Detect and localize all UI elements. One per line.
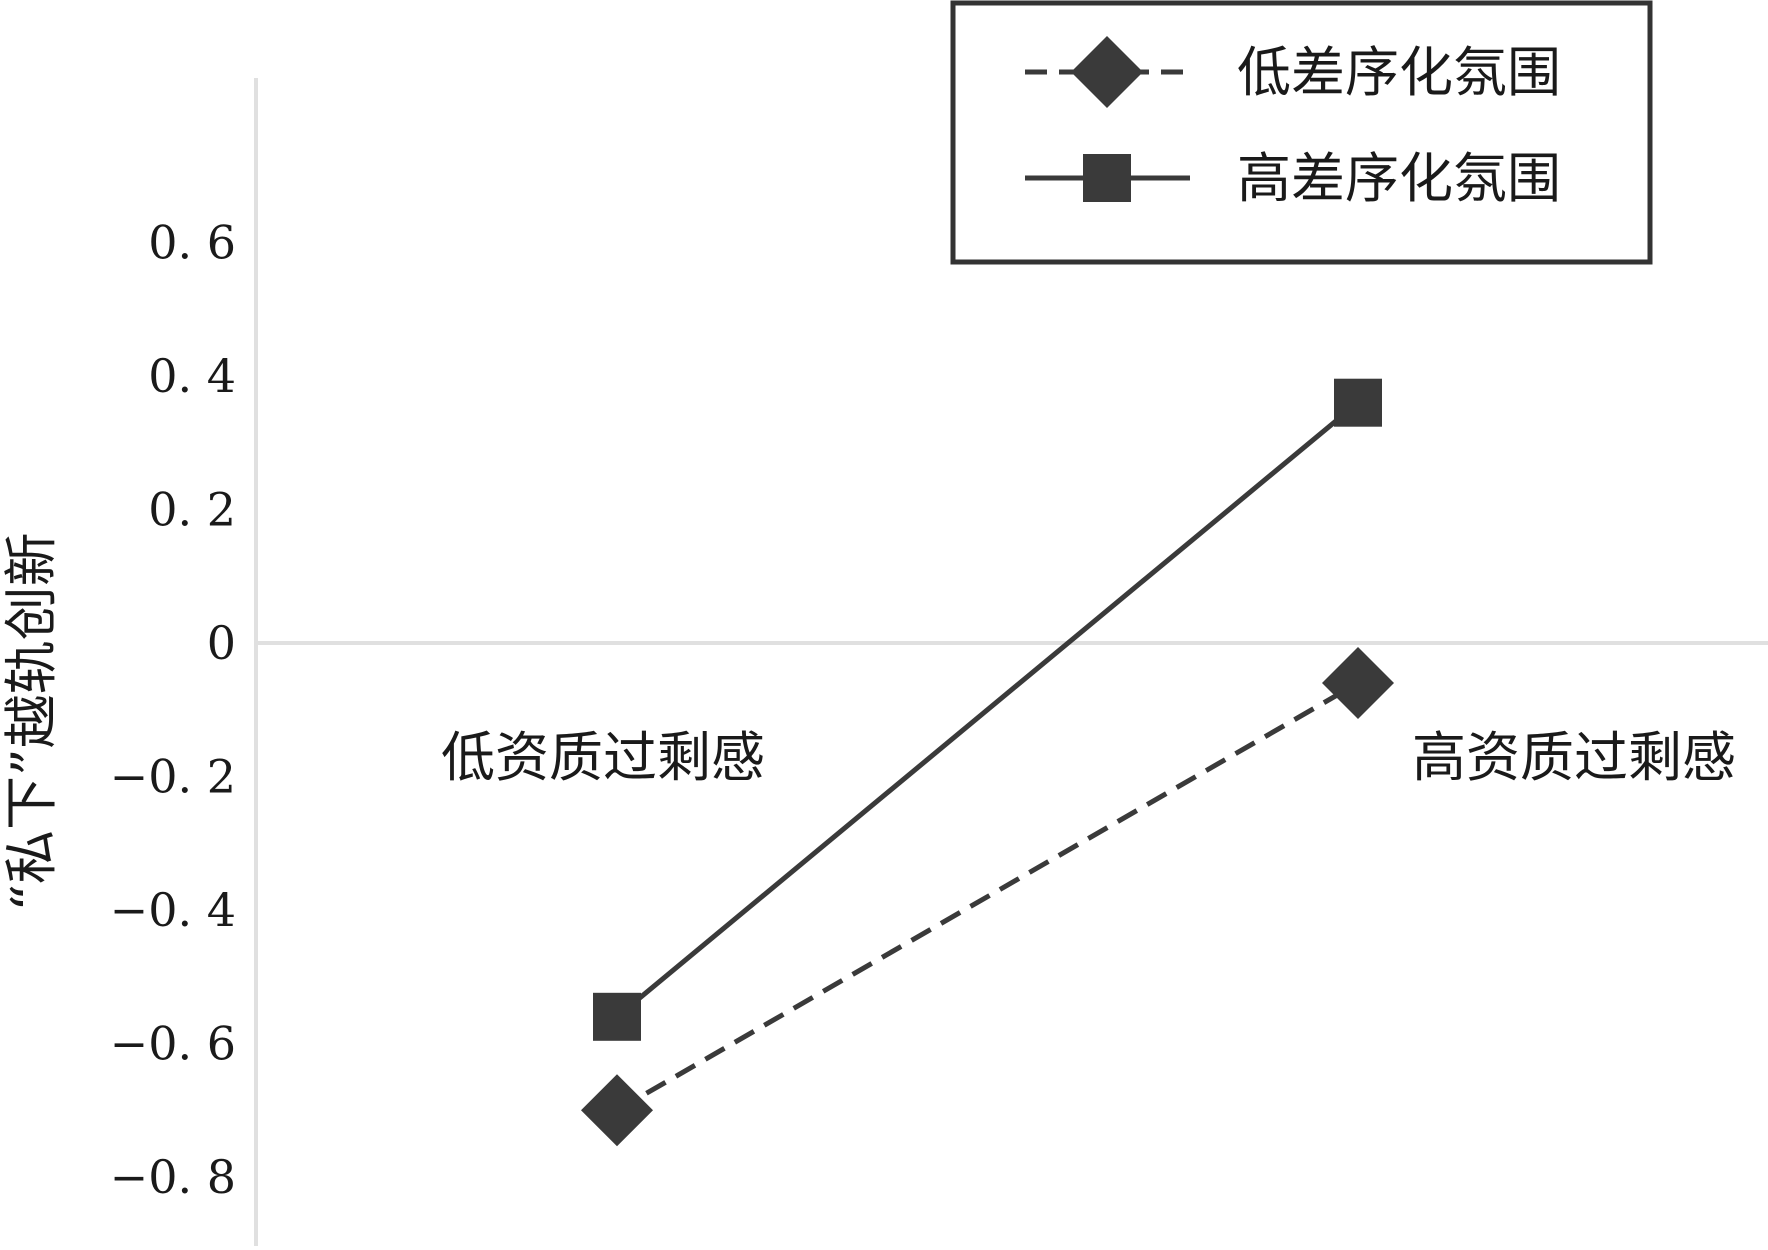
series-layer [581,378,1394,1147]
diamond-marker [1322,647,1394,720]
category-label: 高资质过剩感 [1412,726,1736,789]
legend-label: 低差序化氛围 [1237,41,1561,104]
series-group [593,378,1382,1041]
category-labels: 低资质过剩感 高资质过剩感 [441,726,1736,789]
square-marker [593,992,641,1041]
legend-diamond-marker [1071,36,1143,108]
diamond-marker [581,1074,653,1147]
series-line [615,400,1360,1019]
y-tick-label: 0. 4 [148,349,236,403]
square-marker [1334,378,1382,427]
y-tick-label: −0. 2 [110,750,236,804]
y-axis-label-group: “私下”越轨创新 [0,532,63,911]
y-tick-label: −0. 8 [110,1150,236,1204]
axes-layer [254,78,1768,1246]
y-tick-label: −0. 4 [110,883,236,937]
y-tick-label: 0. 6 [148,216,236,270]
legend-box [950,0,1653,265]
y-axis-label: “私下”越轨创新 [0,532,63,911]
series-group [581,647,1394,1147]
y-tick-labels: 0. 6 0. 4 0. 2 0 −0. 2 −0. 4 −0. 6 −0. 8 [110,216,236,1205]
legend-label: 高差序化氛围 [1237,147,1561,210]
y-tick-label: 0. 2 [148,483,236,537]
legend-square-marker [1083,154,1131,202]
y-tick-label: 0 [207,616,236,670]
category-label: 低资质过剩感 [441,726,765,789]
y-tick-label: −0. 6 [110,1017,236,1071]
series-line [615,680,1360,1113]
